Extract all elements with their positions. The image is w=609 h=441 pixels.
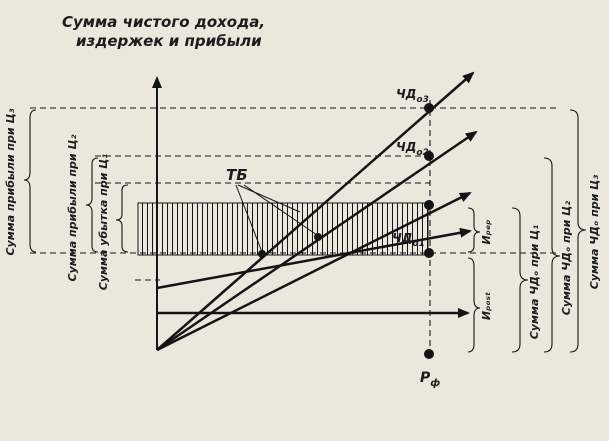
label-cd-c3: Сумма ЧДₒ при Ц₃ <box>588 175 601 290</box>
net-income-line-c3 <box>156 71 475 351</box>
marker-dots <box>258 103 434 359</box>
label-cd-c1: Сумма ЧДₒ при Ц₁ <box>528 225 541 340</box>
total-cost-line <box>156 227 472 290</box>
tb-pointers <box>235 184 318 253</box>
tb-label: ТБ <box>226 166 248 184</box>
net-income-line-c2 <box>156 130 478 352</box>
label-profit-c2: Сумма прибыли при Ц₂ <box>66 134 79 281</box>
label-loss-c1: Сумма убытка при Ц₁ <box>97 154 110 291</box>
net-income-line-c1 <box>156 191 472 352</box>
label-cd1: ЧДо1 <box>392 231 425 249</box>
label-i-post: Иₚₒₛₜ <box>480 291 493 320</box>
label-cd3: ЧДо3 <box>396 87 429 105</box>
left-braces <box>23 109 129 253</box>
label-profit-c3: Сумма прибыли при Ц₃ <box>4 108 17 255</box>
label-cd2: ЧДо2 <box>396 140 429 158</box>
diagram-title-line1: Сумма чистого дохода, <box>62 13 265 31</box>
right-braces <box>467 109 587 353</box>
x-axis-label: Рф <box>420 370 440 389</box>
label-i-per: Иₚₑₚ <box>480 219 493 244</box>
label-cd-c2: Сумма ЧДₒ при Ц₂ <box>560 201 573 316</box>
diagram-title-line2: издержек и прибыли <box>76 32 262 50</box>
